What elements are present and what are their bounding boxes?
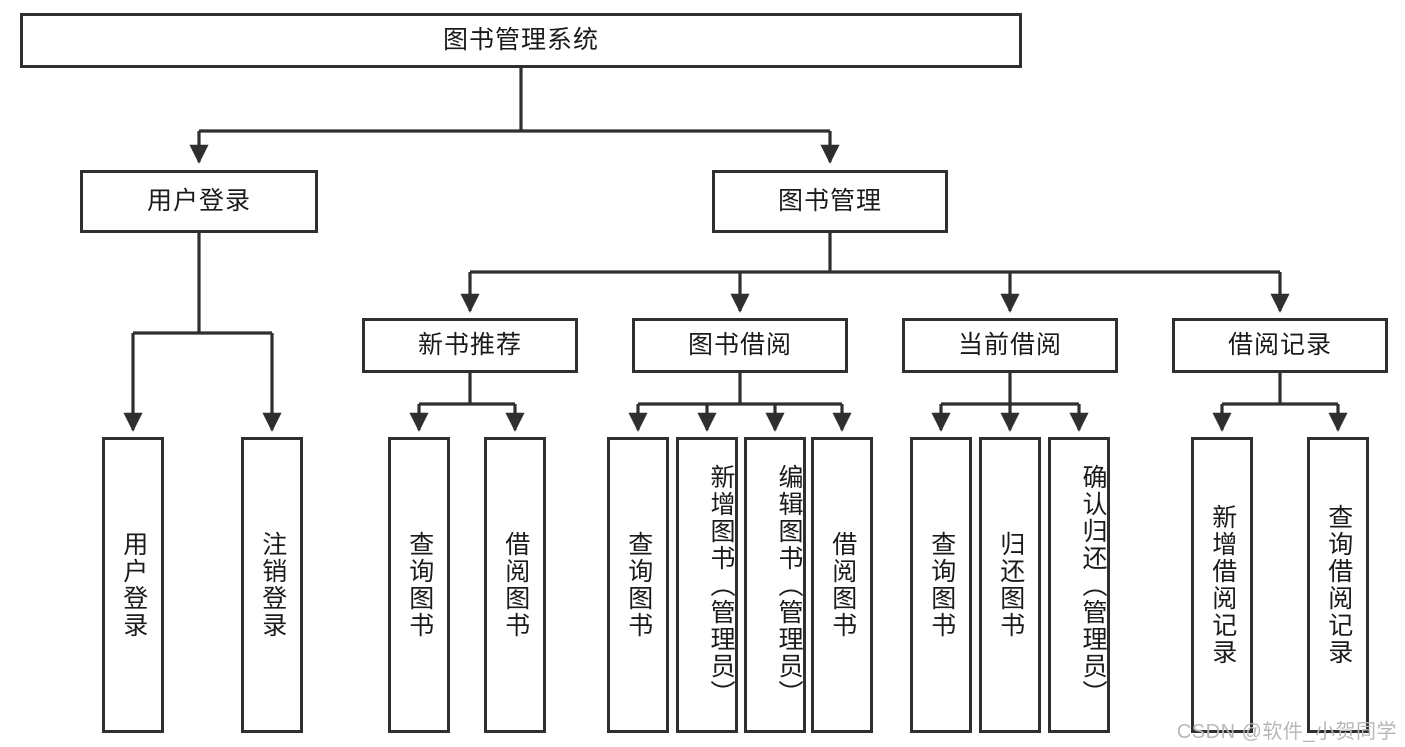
leaf-edit-book[interactable]: 编辑图书（管理员）: [744, 437, 806, 733]
leaf-borrow-book-1[interactable]: 借阅图书: [484, 437, 546, 733]
leaf-user-login[interactable]: 用户登录: [102, 437, 164, 733]
node-book-borrow[interactable]: 图书借阅: [632, 318, 848, 373]
leaf-query-book-3[interactable]: 查询图书: [910, 437, 972, 733]
node-user-login-label: 用户登录: [146, 186, 251, 215]
node-current-borrow[interactable]: 当前借阅: [902, 318, 1118, 373]
leaf-query-record-label: 查询借阅记录: [1324, 504, 1353, 666]
leaf-user-logout-label: 注销登录: [258, 531, 287, 639]
watermark-text: CSDN @软件_小贺同学: [1176, 721, 1397, 743]
node-root[interactable]: 图书管理系统: [20, 13, 1022, 68]
leaf-query-book-2[interactable]: 查询图书: [607, 437, 669, 733]
leaf-confirm-return[interactable]: 确认归还（管理员）: [1048, 437, 1110, 733]
leaf-user-logout[interactable]: 注销登录: [241, 437, 303, 733]
leaf-query-book-1-label: 查询图书: [405, 531, 434, 639]
leaf-borrow-book-2-label: 借阅图书: [828, 531, 857, 639]
leaf-query-book-2-label: 查询图书: [624, 531, 653, 639]
leaf-add-record[interactable]: 新增借阅记录: [1191, 437, 1253, 733]
leaf-add-record-label: 新增借阅记录: [1208, 504, 1237, 666]
leaf-edit-book-label: 编辑图书（管理员）: [775, 463, 803, 707]
leaf-add-book-label: 新增图书（管理员）: [707, 463, 735, 707]
leaf-borrow-book-1-label: 借阅图书: [501, 531, 530, 639]
node-root-label: 图书管理系统: [442, 25, 599, 54]
leaf-add-book[interactable]: 新增图书（管理员）: [676, 437, 738, 733]
node-new-book-recommend-label: 新书推荐: [417, 330, 522, 359]
leaf-borrow-book-2[interactable]: 借阅图书: [811, 437, 873, 733]
leaf-user-login-label: 用户登录: [119, 531, 148, 639]
leaf-query-record[interactable]: 查询借阅记录: [1307, 437, 1369, 733]
node-book-borrow-label: 图书借阅: [687, 330, 792, 359]
leaf-confirm-return-label: 确认归还（管理员）: [1079, 463, 1107, 707]
node-new-book-recommend[interactable]: 新书推荐: [362, 318, 578, 373]
node-book-manage[interactable]: 图书管理: [712, 170, 948, 233]
node-borrow-record-label: 借阅记录: [1227, 330, 1332, 359]
leaf-query-book-3-label: 查询图书: [927, 531, 956, 639]
node-borrow-record[interactable]: 借阅记录: [1172, 318, 1388, 373]
leaf-return-book-label: 归还图书: [996, 531, 1025, 639]
node-current-borrow-label: 当前借阅: [957, 330, 1062, 359]
leaf-query-book-1[interactable]: 查询图书: [388, 437, 450, 733]
node-book-manage-label: 图书管理: [777, 186, 882, 215]
node-user-login[interactable]: 用户登录: [80, 170, 318, 233]
leaf-return-book[interactable]: 归还图书: [979, 437, 1041, 733]
